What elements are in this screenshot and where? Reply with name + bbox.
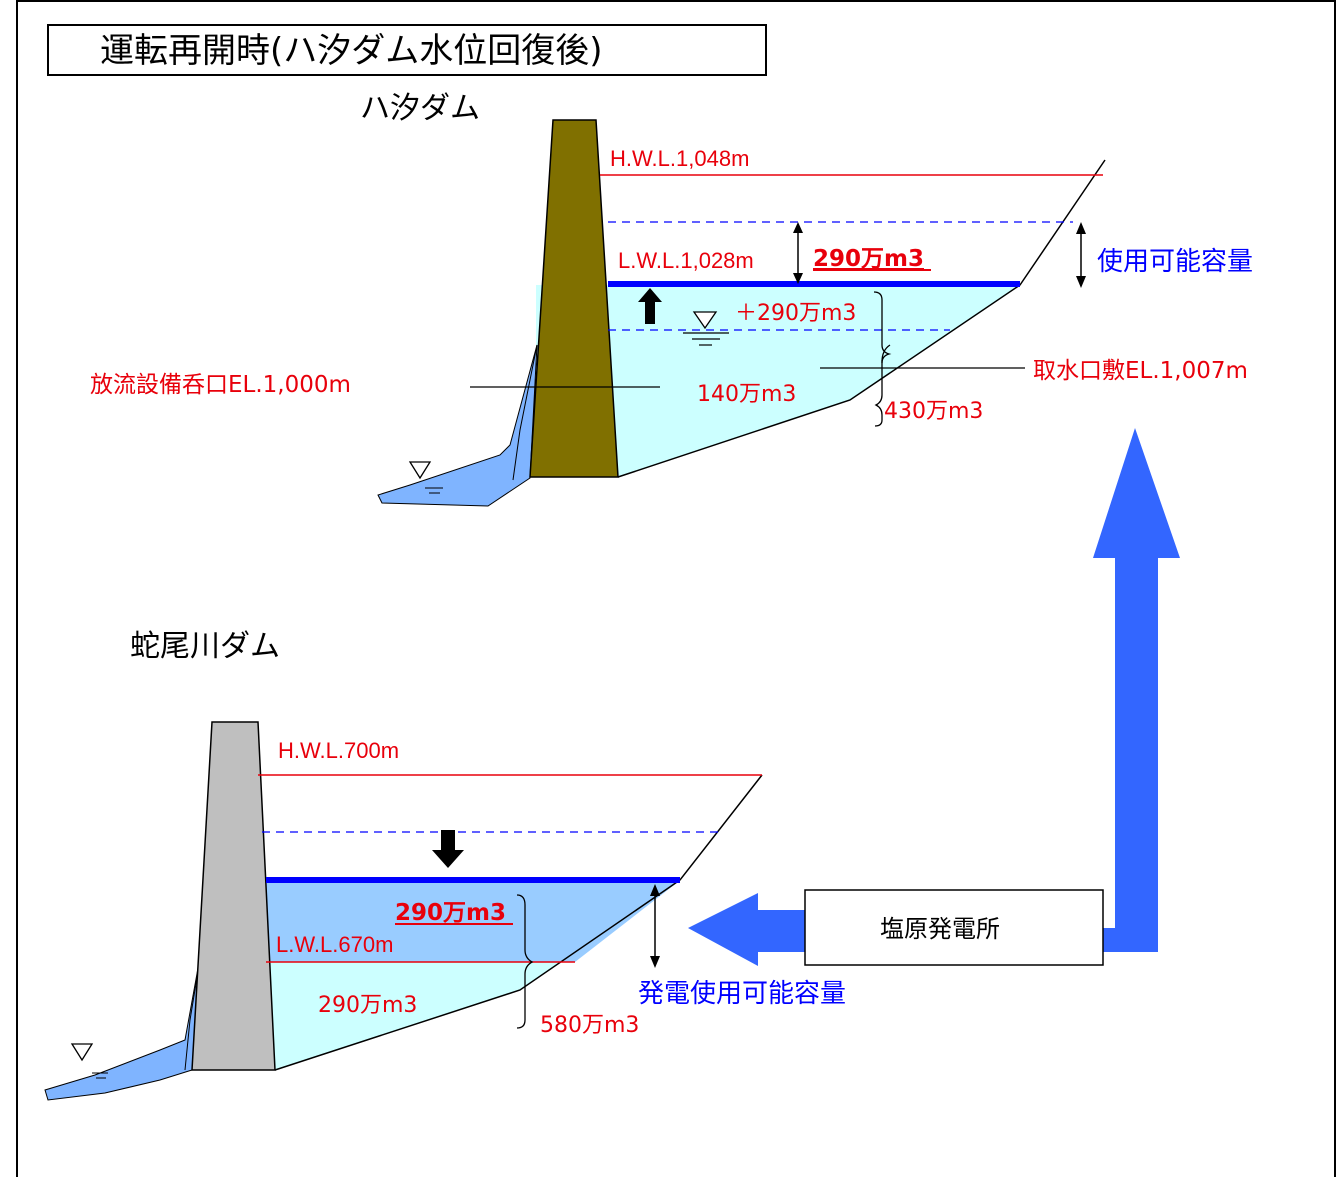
hachio-usable-volume: 290万m3 [813,246,924,272]
hachio-spillway-inner [512,344,538,481]
jabi-capacity-arrow-head-down [650,956,660,968]
hachio-added-brace [873,291,892,364]
title-box [47,24,767,76]
jabi-generation-label: 発電使用可能容量 [638,979,846,1009]
hachio-capacity-arrow-head-down [1076,276,1086,288]
hachio-dead-volume: 140万m3 [697,382,796,407]
hachio-outlet-label: 放流設備呑口EL.1,000m [90,372,351,398]
hachio-volume-arrow-head-down [793,273,803,284]
hachio-lwl-label: L.W.L.1,028m [618,248,754,273]
page-title: 運転再開時(ハ汐ダム水位回復後) [100,31,603,71]
jabi-drop-arrow [432,830,464,868]
jabi-dam-name: 蛇尾川ダム [130,629,280,664]
jabi-total-volume: 580万m3 [540,1013,639,1038]
hachio-water-level-symbol [692,311,718,330]
jabi-hwl-label: H.W.L.700m [278,738,399,763]
jabi-usable-water [262,882,678,962]
hachio-intake-label: 取水口敷EL.1,007m [1033,358,1248,384]
hachio-capacity-arrow-head-up [1076,222,1086,234]
pump-up-arrow [1093,428,1180,952]
jabi-downstream-water-symbol [70,1043,94,1062]
hachio-hwl-label: H.W.L.1,048m [610,146,749,171]
hachio-dam-name: ハ汐ダム [360,91,480,126]
jabi-spillway-channel [44,934,205,1101]
station-name: 塩原発電所 [880,915,1000,943]
discharge-left-arrow [688,893,805,966]
jabi-dam-body [191,721,276,1071]
hachio-rise-arrow [638,288,662,324]
hachio-volume-arrow-head-up [793,222,803,233]
hachio-spillway-channel [377,344,538,507]
jabi-bank [274,774,763,1071]
jabi-generation-volume: 290万m3 [395,900,506,926]
hachio-downstream-water-symbol [408,461,432,480]
hachio-reservoir-water [536,285,1020,477]
jabi-dead-volume: 290万m3 [318,993,417,1018]
jabi-capacity-arrow-head-up [650,884,660,896]
hachio-dam-body [529,119,619,478]
station-box [804,889,1104,966]
outer-frame [16,0,1336,1177]
hachio-usable-label: 使用可能容量 [1097,247,1253,277]
hachio-added-volume: ＋290万m3 [735,301,856,326]
hachio-total-volume: 430万m3 [884,399,983,424]
hachio-total-brace [874,344,891,427]
jabi-total-brace [516,894,534,1029]
jabi-lwl-label: L.W.L.670m [276,932,393,957]
